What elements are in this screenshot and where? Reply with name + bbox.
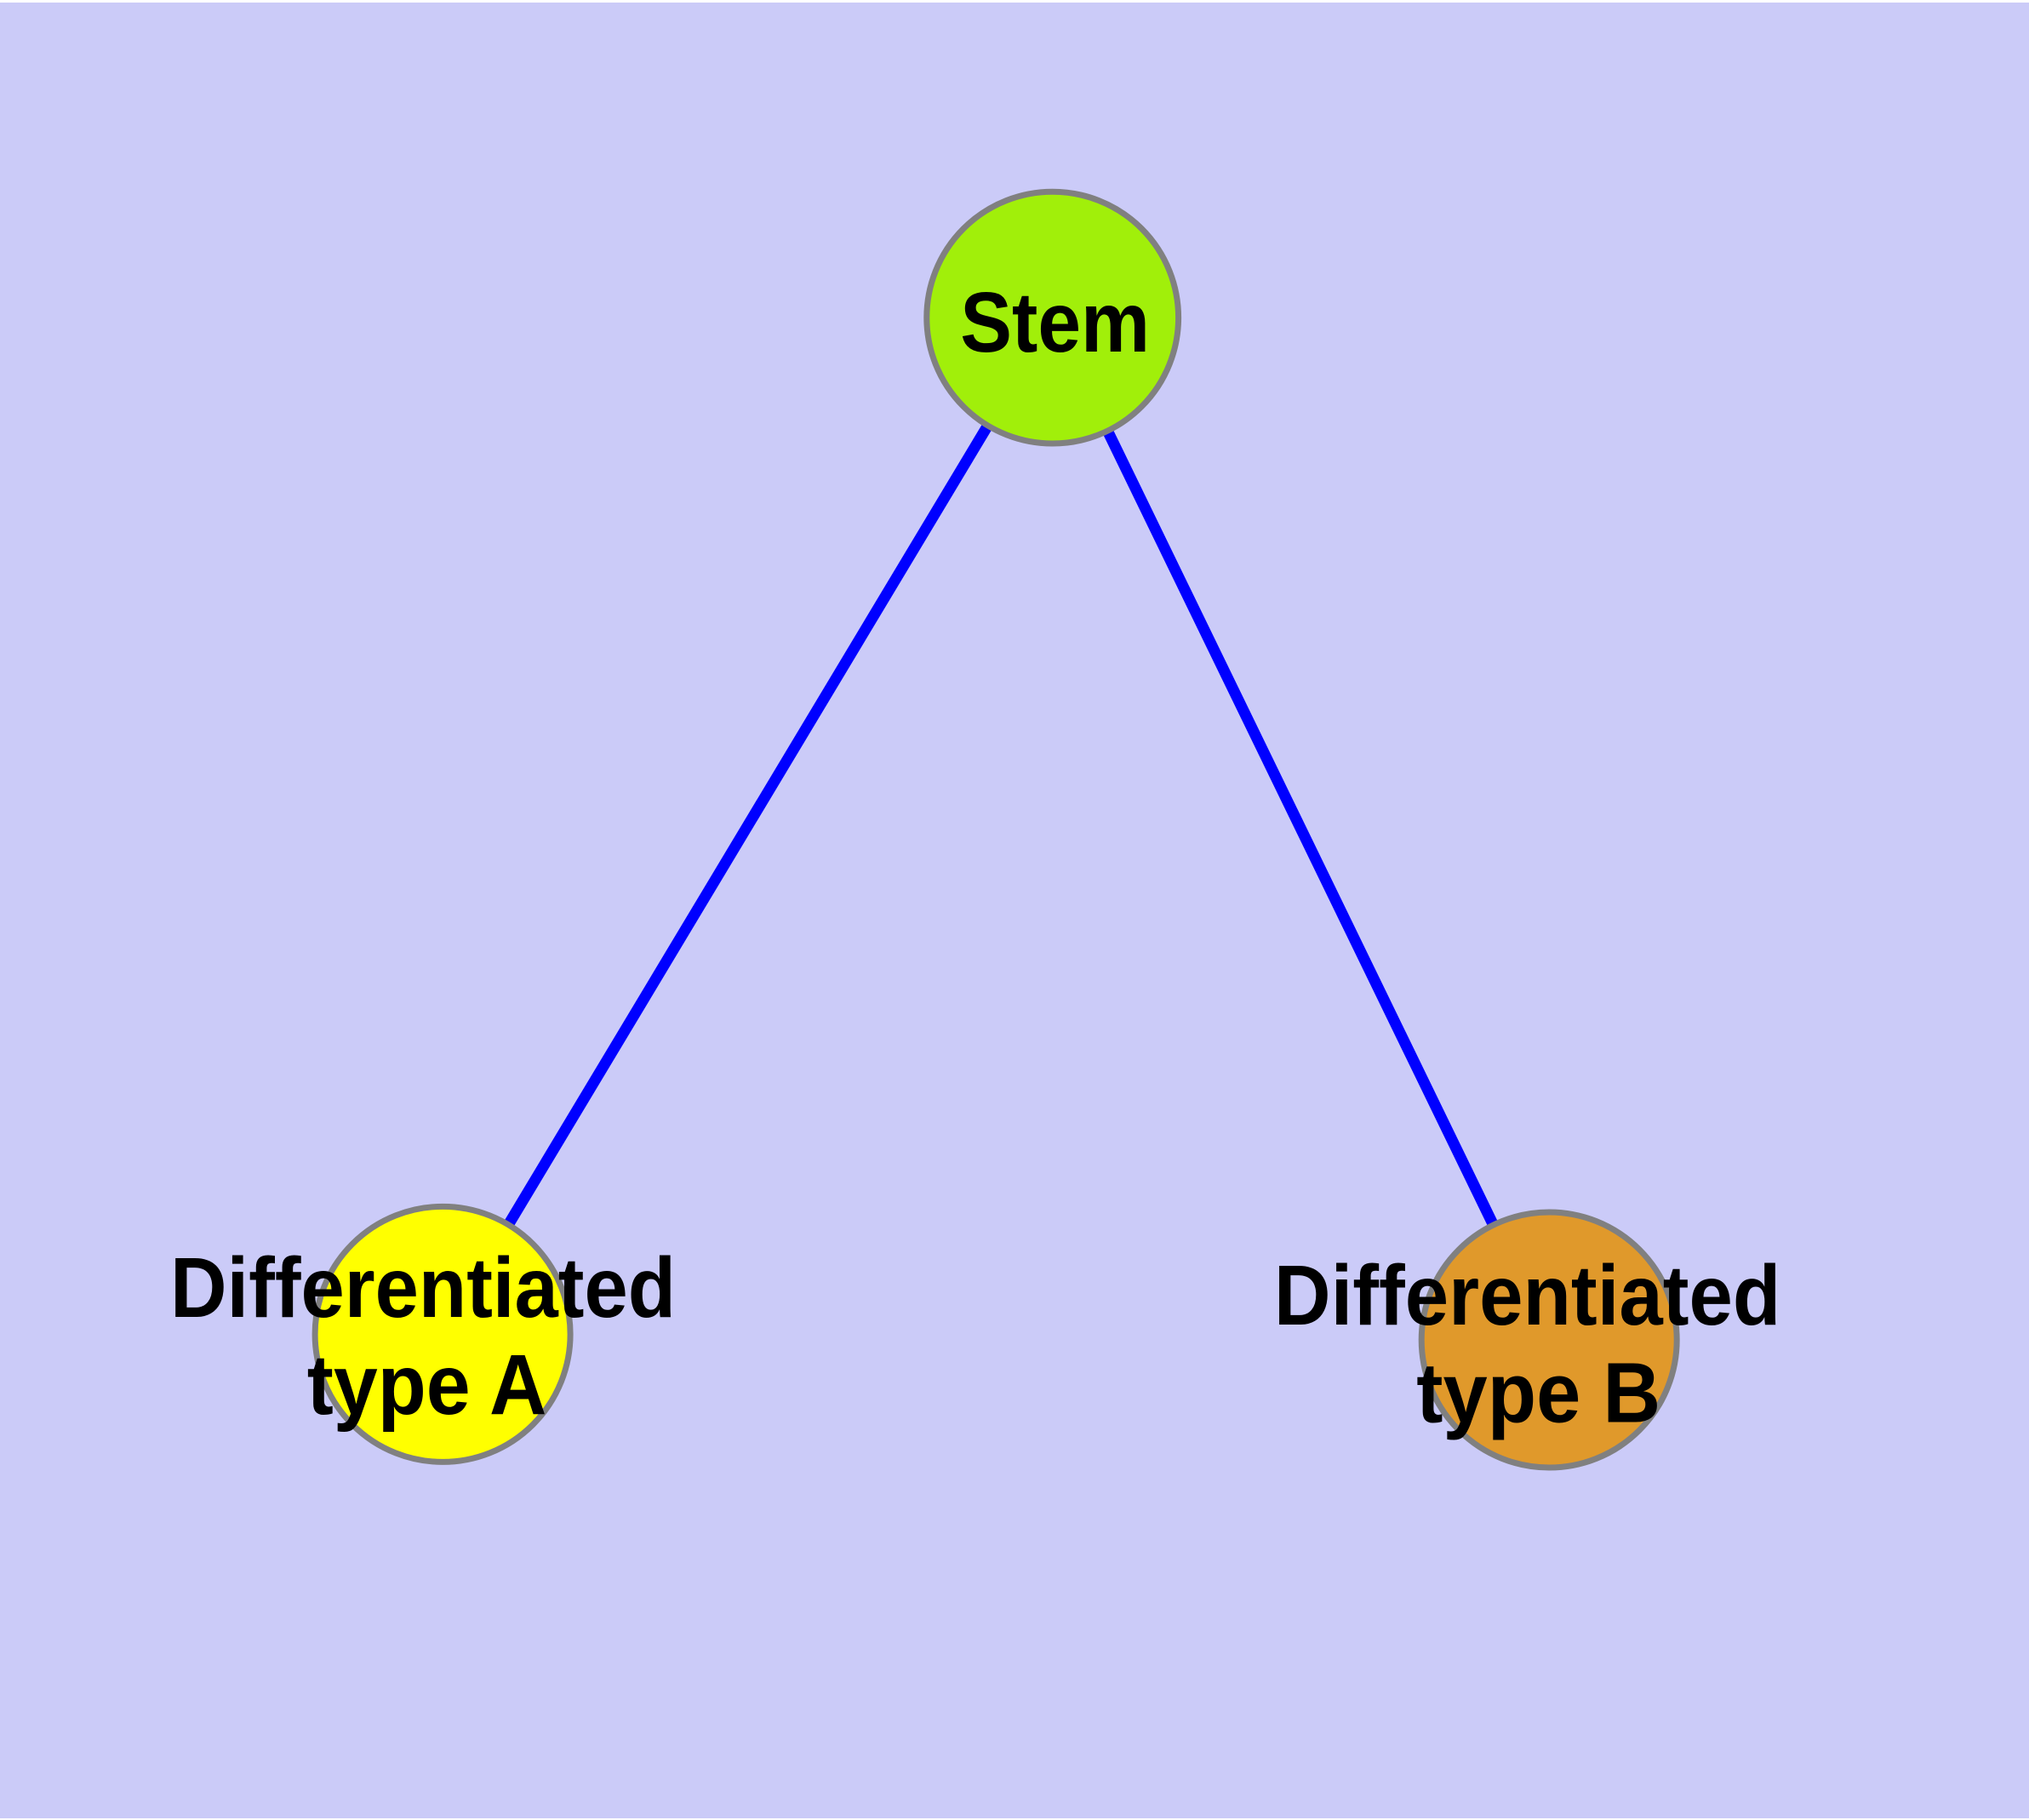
- svg-text:Stem: Stem: [960, 275, 1150, 370]
- svg-text:Differentiated: Differentiated: [170, 1241, 676, 1336]
- svg-text:type A: type A: [307, 1337, 547, 1433]
- svg-text:type B: type B: [1416, 1345, 1660, 1440]
- svg-text:Differentiated: Differentiated: [1274, 1249, 1780, 1343]
